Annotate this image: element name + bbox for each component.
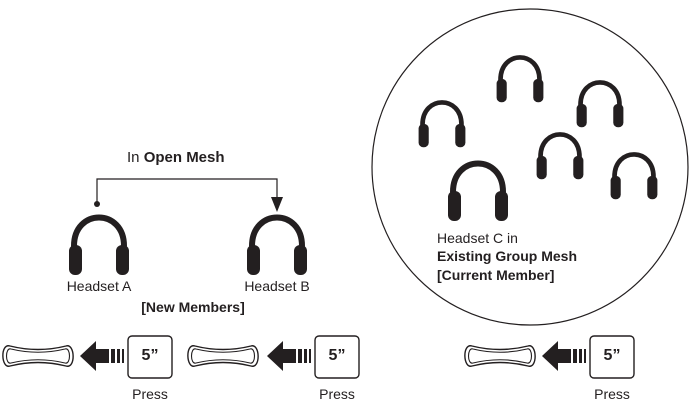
group-label-line3: [Current Member] [437,267,555,283]
open-mesh-connector [94,178,283,212]
group-headset-icon [577,82,624,127]
striped-left-arrow-icon [542,341,586,371]
striped-left-arrow-icon [80,341,124,371]
headset-b-icon [247,218,307,276]
press-caption: Press [594,386,630,402]
oval-button-icon [2,345,74,367]
group-headset-icon [419,102,466,147]
new-members-label: [New Members] [141,299,245,315]
press-caption: Press [319,386,355,402]
group-mesh-circle [371,8,689,326]
oval-button-icon [464,345,536,367]
open-mesh-title-bold: Open Mesh [143,149,225,166]
headset-c-icon [448,164,508,222]
headset-a-label: Headset A [66,278,132,294]
hold-time-text: 5” [328,347,346,364]
headset-b-label: Headset B [244,278,310,294]
press-caption: Press [132,386,168,402]
hold-time-box [314,335,360,379]
hold-time-box [589,335,635,379]
hold-time-text: 5” [603,347,621,364]
headset-a-icon [69,218,129,276]
open-mesh-title: In Open Mesh [127,149,225,166]
group-headset-icon [537,134,584,179]
oval-button-icon [187,345,259,367]
striped-left-arrow-icon [267,341,311,371]
hold-time-box [127,335,173,379]
group-label-line1: Headset C in [437,230,518,246]
open-mesh-title-prefix: In [127,149,140,166]
group-label-line2: Existing Group Mesh [437,248,578,264]
hold-time-text: 5” [141,347,159,364]
group-headset-icon [497,57,544,102]
group-headset-icon [611,154,658,199]
